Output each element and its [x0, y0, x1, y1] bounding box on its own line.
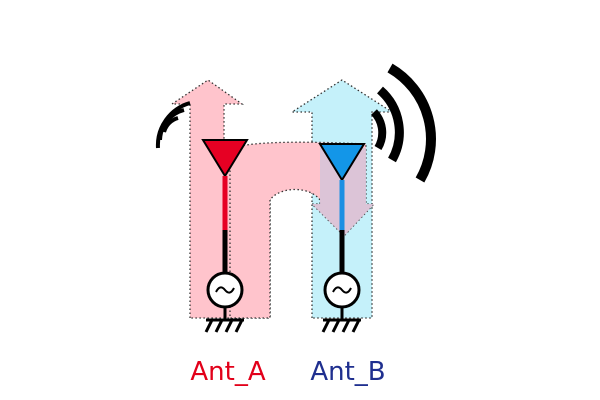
ac-source-icon — [323, 271, 361, 309]
wifi-signal-weak-icon — [155, 101, 191, 149]
ant-a-triangle-icon — [201, 139, 249, 178]
ant-a-label: Ant_A — [190, 357, 266, 387]
ant-b-triangle-icon — [318, 143, 366, 182]
ac-source-icon — [206, 271, 244, 309]
ground-icon — [204, 307, 244, 333]
wifi-signal-strong-icon — [370, 63, 436, 183]
ant-b-label: Ant_B — [310, 357, 386, 387]
ground-icon — [321, 307, 361, 333]
ant-a-hardware — [201, 139, 249, 333]
ant-b-hardware — [318, 143, 366, 333]
